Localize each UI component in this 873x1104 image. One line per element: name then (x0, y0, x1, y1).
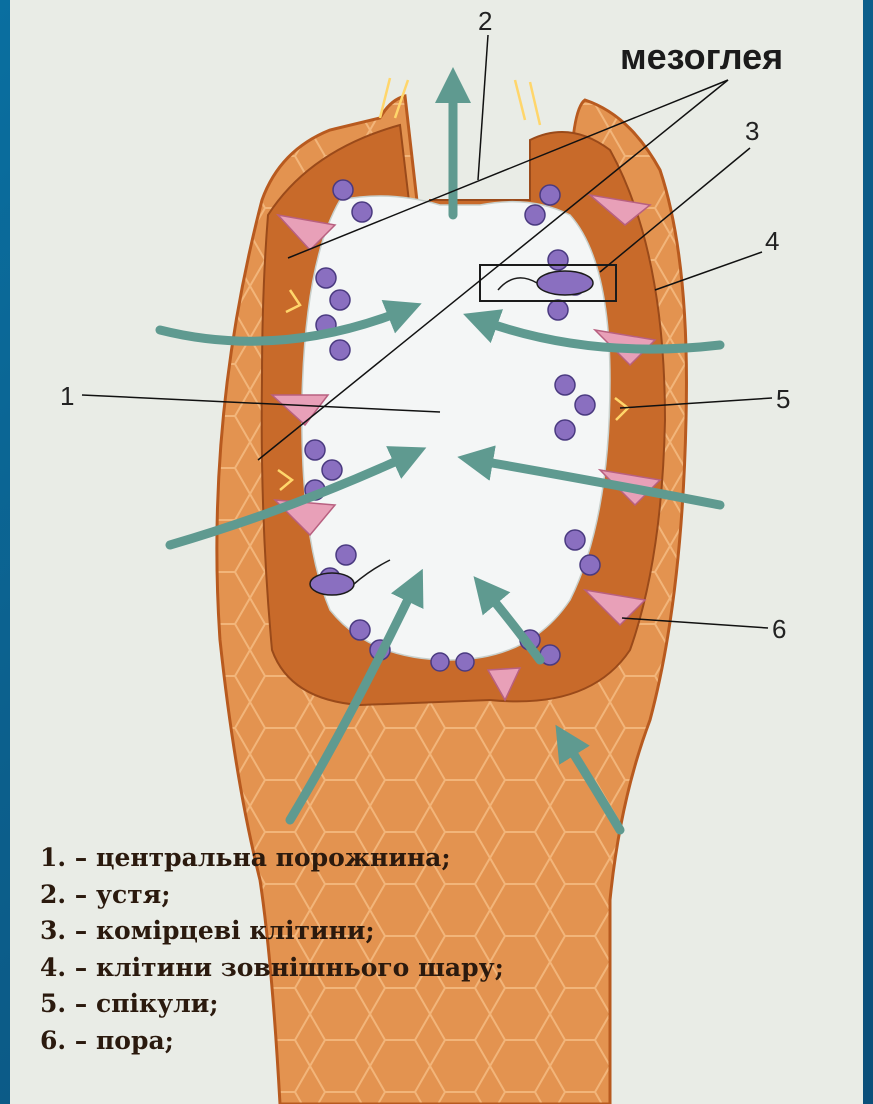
diagram-panel: 1 2 3 4 5 6 мезоглея 1. – центральна пор… (10, 0, 863, 1104)
legend-item-2: 2. – устя; (40, 877, 504, 914)
leader-2 (478, 35, 488, 180)
legend-list: 1. – центральна порожнина; 2. – устя; 3.… (40, 840, 504, 1059)
legend-item-5: 5. – спікули; (40, 986, 504, 1023)
callout-6: 6 (772, 614, 786, 644)
callout-3: 3 (745, 116, 759, 146)
mesoglea-label: мезоглея (620, 36, 783, 78)
legend-item-6: 6. – пора; (40, 1023, 504, 1060)
callout-2: 2 (478, 6, 492, 36)
callout-1: 1 (60, 381, 74, 411)
legend-item-1: 1. – центральна порожнина; (40, 840, 504, 877)
legend-item-3: 3. – комірцеві клітини; (40, 913, 504, 950)
legend-item-4: 4. – клітини зовнішнього шару; (40, 950, 504, 987)
callout-4: 4 (765, 226, 779, 256)
callout-5: 5 (776, 384, 790, 414)
